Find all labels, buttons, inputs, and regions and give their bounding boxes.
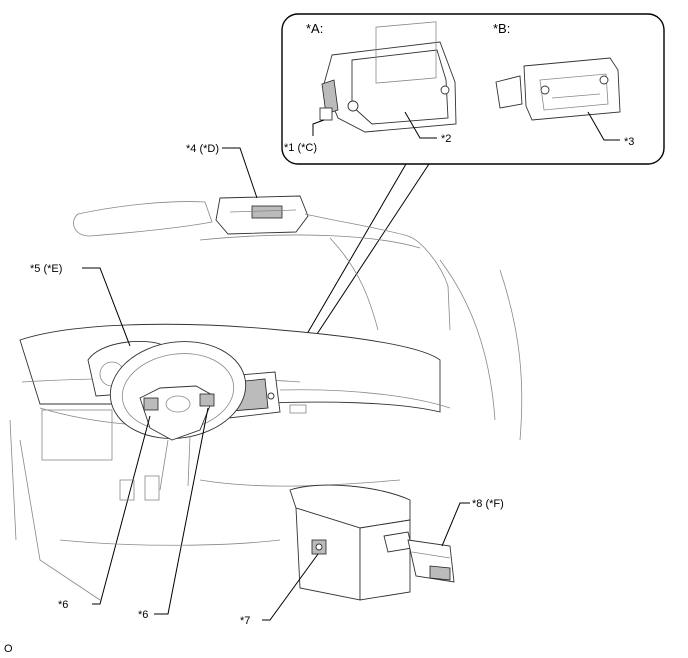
overhead-area-drawing bbox=[73, 195, 421, 249]
cabin-outline bbox=[329, 235, 523, 441]
leader-2 bbox=[404, 111, 437, 139]
figure-code: O bbox=[4, 643, 13, 655]
callout-2: *2 bbox=[441, 133, 451, 145]
leader-5 bbox=[82, 267, 131, 347]
callout-1: *1 (*C) bbox=[284, 142, 317, 154]
leader-4 bbox=[222, 147, 258, 199]
inset-label-a: *A: bbox=[306, 21, 323, 36]
leader-3 bbox=[587, 111, 620, 141]
callout-6a: *6 bbox=[58, 599, 68, 611]
leader-7 bbox=[262, 553, 319, 621]
callout-6b: *6 bbox=[138, 609, 148, 621]
module-8-drawing bbox=[383, 531, 455, 583]
navigation-receiver-drawing bbox=[319, 21, 457, 133]
inset-label-b: *B: bbox=[493, 21, 510, 36]
callout-4: *4 (*D) bbox=[186, 143, 219, 155]
callout-3: *3 bbox=[624, 136, 634, 148]
callout-5: *5 (*E) bbox=[30, 263, 62, 275]
steering-wheel-drawing bbox=[109, 341, 247, 491]
leader-6b bbox=[154, 407, 209, 615]
leader-6a bbox=[92, 415, 151, 605]
center-console-drawing bbox=[289, 484, 411, 601]
leader-1 bbox=[312, 119, 325, 136]
callout-8: *8 (*F) bbox=[472, 498, 504, 510]
floor-pedals-drawing bbox=[59, 475, 401, 546]
callout-7: *7 bbox=[240, 615, 250, 627]
leader-8 bbox=[441, 502, 470, 547]
radio-receiver-drawing bbox=[495, 57, 621, 121]
